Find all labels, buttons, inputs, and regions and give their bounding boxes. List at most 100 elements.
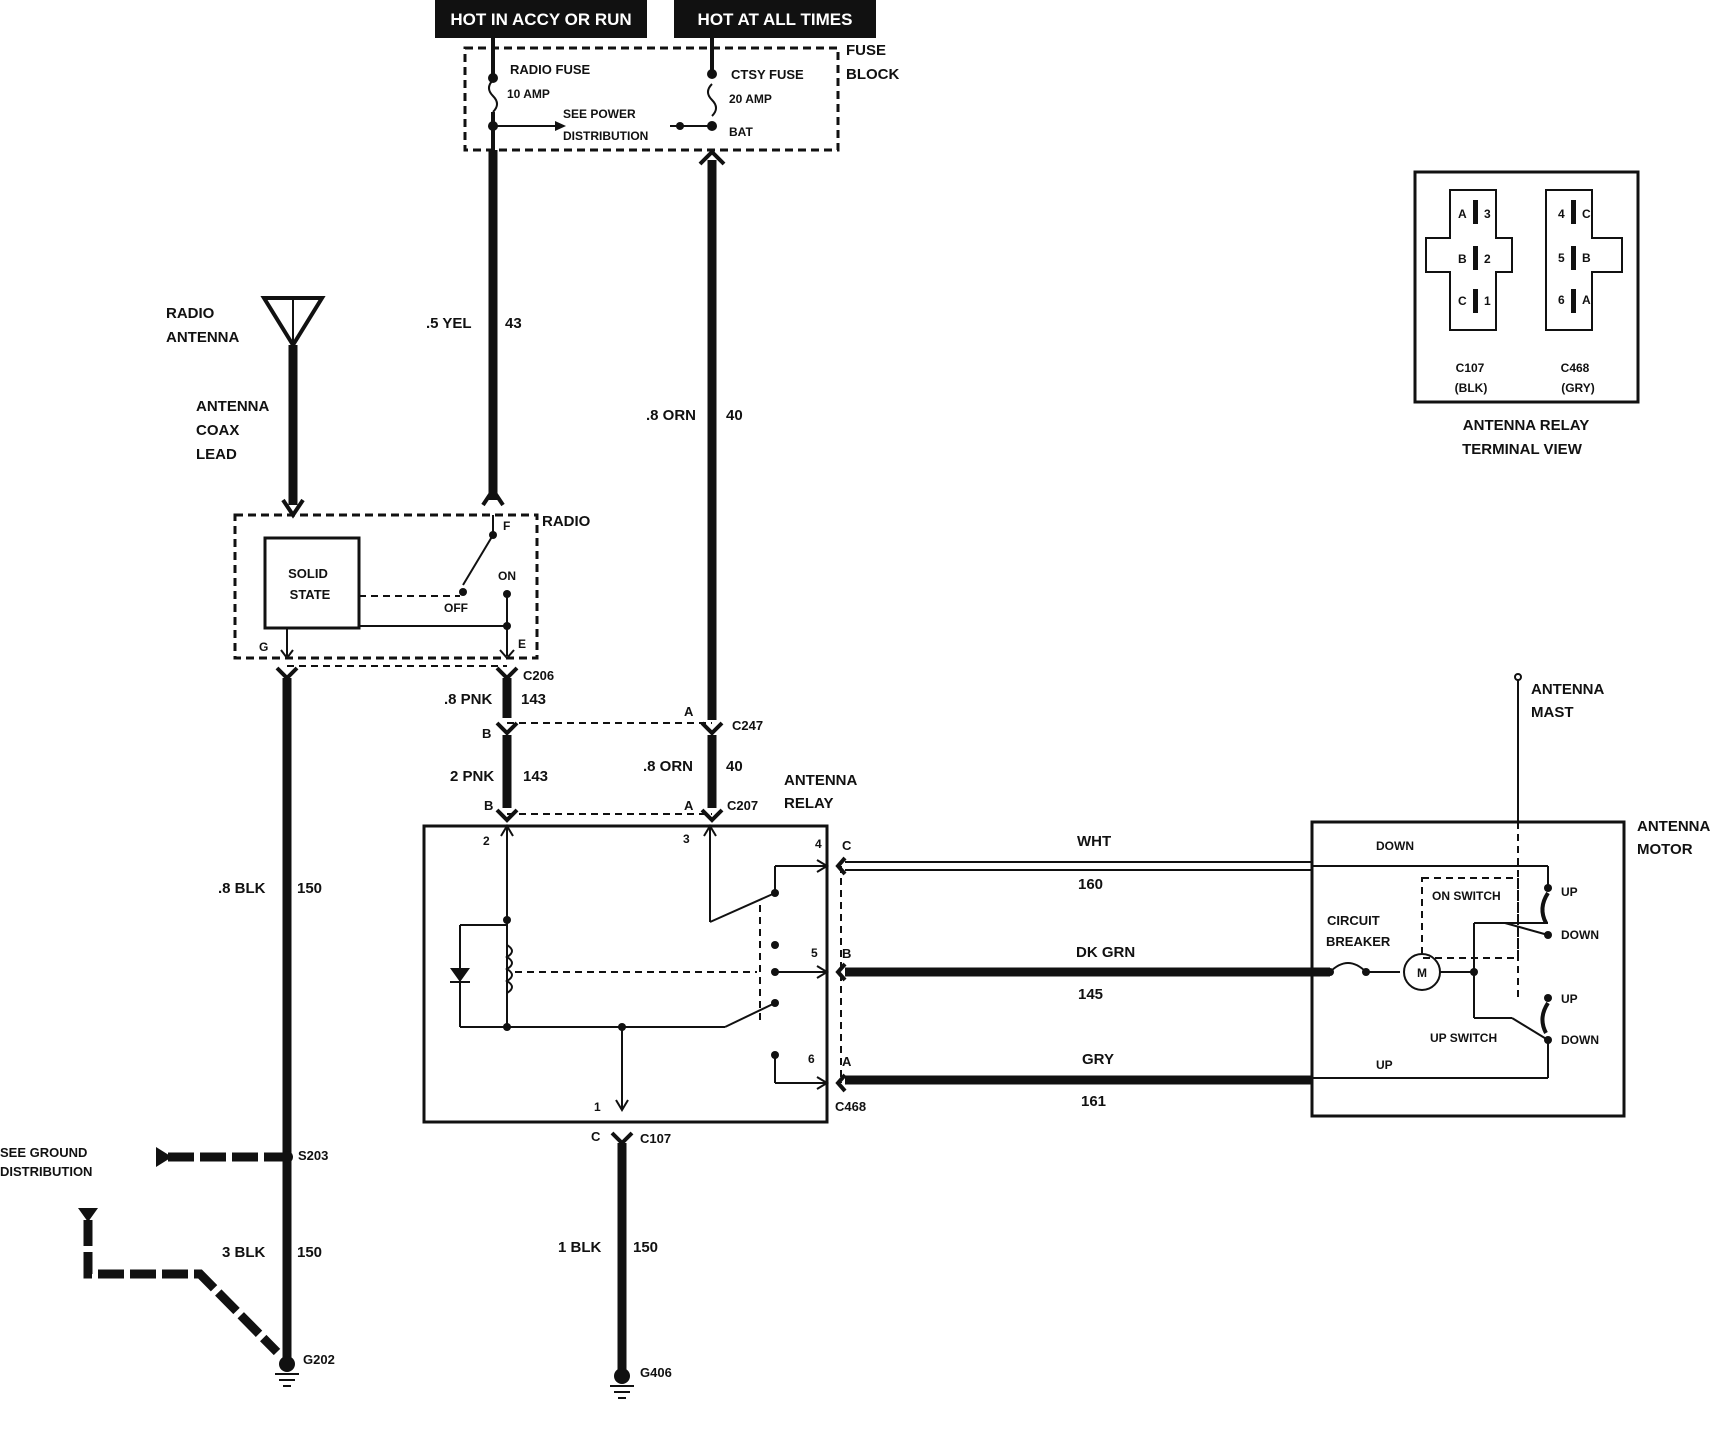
c247-label: C247 — [732, 718, 763, 733]
c207-pin-a: A — [684, 798, 694, 813]
tv-left-b: B — [1458, 252, 1467, 266]
fuse-block-label-2: BLOCK — [846, 66, 899, 83]
tv-right-c: C — [1582, 207, 1591, 221]
relay-pin-4: 4 — [815, 837, 822, 851]
radio-off-label: OFF — [444, 601, 468, 615]
c107-label: C107 — [640, 1131, 671, 1146]
tv-left-3: 3 — [1484, 207, 1491, 221]
wire-pnk-bottom-label: 2 PNK — [450, 768, 494, 785]
see-power-line1: SEE POWER — [563, 107, 636, 121]
tv-c107-label: C107 — [1456, 361, 1485, 375]
relay-pin-1: 1 — [594, 1100, 601, 1114]
ground-wire-dashed — [83, 1220, 281, 1356]
bat-label: BAT — [729, 125, 753, 139]
wire-dkgrn-circuit: 145 — [1078, 986, 1103, 1003]
radio-antenna: RADIO ANTENNA ANTENNA COAX LEAD — [166, 296, 326, 519]
radio-outline — [233, 513, 539, 660]
mast-label-2: MAST — [1531, 704, 1574, 721]
motor-up-bottom: UP — [1376, 1058, 1393, 1072]
wire-blk-radio-label: .8 BLK — [218, 880, 266, 897]
coax-label-2: COAX — [196, 422, 239, 439]
c247-pin-a: A — [684, 704, 694, 719]
c468-connector-outline — [1545, 189, 1623, 331]
on-switch-label: ON SWITCH — [1432, 889, 1501, 903]
c468-pin-a: A — [842, 1054, 852, 1069]
radio-on-label: ON — [498, 569, 516, 583]
wire-dkgrn-label: DK GRN — [1076, 944, 1135, 961]
wire-blk-ground-label: 3 BLK — [222, 1244, 266, 1261]
c247-pin-b: B — [482, 726, 491, 741]
motor-down-top: DOWN — [1376, 839, 1414, 853]
wire-wht-160: WHT 160 — [845, 833, 1312, 893]
terminal-view-title-2: TERMINAL VIEW — [1462, 441, 1583, 458]
see-power-line2: DISTRIBUTION — [563, 129, 648, 143]
wire-orn-bottom-circuit: 40 — [726, 758, 743, 775]
relay-pin-6: 6 — [808, 1052, 815, 1066]
fuse-block-label-1: FUSE — [846, 42, 886, 59]
radio-switch-blade — [462, 534, 494, 586]
terminal-view-title-1: ANTENNA RELAY — [1463, 417, 1589, 434]
g406-label: G406 — [640, 1365, 672, 1380]
hot-all-times-label: HOT AT ALL TIMES — [698, 10, 853, 29]
wire-wht-label: WHT — [1077, 833, 1111, 850]
on-switch-down: DOWN — [1561, 928, 1599, 942]
radio-label: RADIO — [542, 513, 591, 530]
c207-label: C207 — [727, 798, 758, 813]
c468-pin-c: C — [842, 838, 852, 853]
wire-pnk-top-label: .8 PNK — [444, 691, 493, 708]
motor-box — [1310, 820, 1626, 1118]
up-switch-label: UP SWITCH — [1430, 1031, 1497, 1045]
radio-pin-e: E — [518, 637, 526, 651]
motor-label-2: MOTOR — [1637, 841, 1693, 858]
ctsy-fuse-rating: 20 AMP — [729, 92, 772, 106]
tv-c107-color: (BLK) — [1455, 381, 1488, 395]
relay-coil-icon — [505, 944, 513, 994]
radio-antenna-label-2: ANTENNA — [166, 329, 239, 346]
up-switch-up: UP — [1561, 992, 1578, 1006]
relay-pin-2: 2 — [483, 834, 490, 848]
circuit-breaker-line2: BREAKER — [1326, 934, 1391, 949]
tv-right-5: 5 — [1558, 251, 1565, 265]
wire-orn-top-label: .8 ORN — [646, 407, 696, 424]
ground-dist-line2: DISTRIBUTION — [0, 1164, 92, 1179]
hot-accy-run-label: HOT IN ACCY OR RUN — [450, 10, 631, 29]
relay-pin-5: 5 — [811, 946, 818, 960]
tv-right-4: 4 — [1558, 207, 1565, 221]
wire-pnk-bottom-circuit: 143 — [523, 768, 548, 785]
coax-label-1: ANTENNA — [196, 398, 269, 415]
circuit-breaker-line1: CIRCUIT — [1327, 913, 1380, 928]
up-switch-down: DOWN — [1561, 1033, 1599, 1047]
wire-wht-circuit: 160 — [1078, 876, 1103, 893]
radio-fuse-rating: 10 AMP — [507, 87, 550, 101]
wire-blk-radio-circuit: 150 — [297, 880, 322, 897]
tv-c468-color: (GRY) — [1561, 381, 1595, 395]
radio-pin-f: F — [503, 519, 510, 533]
c107-connector-outline — [1425, 189, 1513, 331]
radio-fuse-symbol — [488, 79, 498, 113]
radio-antenna-label-1: RADIO — [166, 305, 215, 322]
solid-state-line2: STATE — [290, 587, 331, 602]
wire-yel-circuit: 43 — [505, 315, 522, 332]
antenna-motor: ANTENNA MOTOR ANTENNA MAST DOWN UP CIRCU… — [1310, 673, 1710, 1118]
wire-gry-circuit: 161 — [1081, 1093, 1106, 1110]
wire-gry-161: GRY 161 — [845, 1051, 1312, 1110]
radio-unit: RADIO SOLID STATE ON OFF F E G — [233, 513, 591, 660]
wire-blk-ground-circuit: 150 — [297, 1244, 322, 1261]
tv-right-6: 6 — [1558, 293, 1565, 307]
ground-g202: G202 — [275, 1352, 335, 1387]
relay-diode-icon — [450, 968, 470, 982]
tv-right-b: B — [1582, 251, 1591, 265]
terminal-view-box — [1413, 170, 1640, 404]
circuit-breaker-icon — [1329, 962, 1367, 973]
tv-left-2: 2 — [1484, 252, 1491, 266]
wire-blk-relay-label: 1 BLK — [558, 1239, 602, 1256]
radio-pin-g: G — [259, 640, 268, 654]
ctsy-fuse-label: CTSY FUSE — [731, 67, 804, 82]
c206-label: C206 — [523, 668, 554, 683]
wire-orn-bottom-label: .8 ORN — [643, 758, 693, 775]
wire-blk-relay-circuit: 150 — [633, 1239, 658, 1256]
tv-left-1: 1 — [1484, 294, 1491, 308]
solid-state-line1: SOLID — [288, 566, 328, 581]
c468-pin-b: B — [842, 946, 851, 961]
relay-label-2: RELAY — [784, 795, 833, 812]
